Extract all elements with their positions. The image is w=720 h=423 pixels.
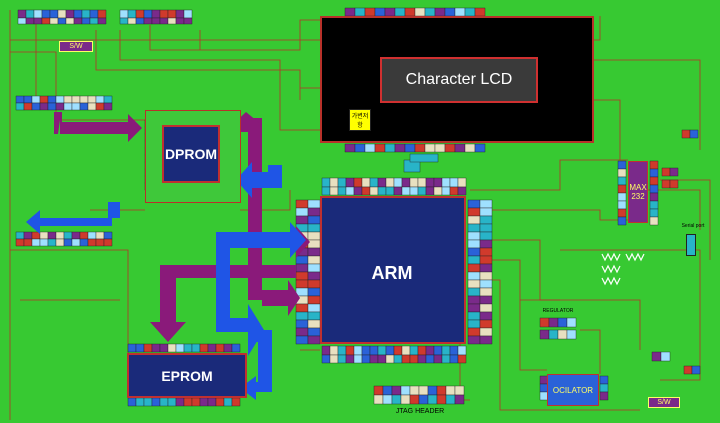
arm-label-box: ARM [368, 258, 416, 288]
lcd-label: Character LCD [405, 71, 513, 88]
lcd-link [409, 153, 439, 163]
trace [470, 259, 547, 371]
cap [669, 167, 679, 177]
oscillator-label: OCILATOR [552, 385, 594, 395]
trace [648, 189, 701, 230]
arm-pin [457, 186, 467, 196]
blue-arrow-dprom [236, 162, 282, 198]
jtag-pin [454, 394, 465, 405]
dprom-label: DPROM [164, 146, 218, 162]
trace [149, 19, 320, 51]
trace [470, 209, 628, 221]
serial-port-label: Serial port [681, 223, 705, 229]
eprom-pin [231, 343, 241, 353]
regulator-label: REGULATOR [542, 308, 574, 314]
osc-pin [599, 391, 609, 401]
cap [689, 129, 699, 139]
arm-label: ARM [371, 262, 413, 283]
cap [691, 365, 701, 375]
purple-arrow-arm-right [262, 280, 300, 316]
eprom-label: EPROM [161, 367, 213, 384]
header-pin [97, 17, 107, 25]
lcd-resistor: 가변저항 [349, 109, 371, 131]
header-pin [103, 238, 113, 247]
trace [10, 249, 129, 353]
trace [520, 299, 641, 350]
purple-arrow-eprom [150, 265, 296, 342]
jtag-label: JTAG HEADER [395, 407, 445, 415]
header-pin [103, 102, 113, 111]
lcd-module: Character LCD 가변저항 [320, 16, 594, 143]
max232-pin [649, 216, 659, 226]
resistor [601, 276, 621, 286]
purple-arrow-dprom-left [54, 112, 142, 142]
switch-top[interactable]: S/W [59, 41, 93, 52]
switch-bottom[interactable]: S/W [648, 397, 680, 408]
regulator-pin [566, 317, 577, 328]
trace [580, 329, 601, 374]
trace [594, 99, 621, 160]
trace [594, 59, 701, 150]
regulator-pin [566, 329, 577, 340]
eprom-pin [231, 397, 241, 407]
dprom-chip: DPROM [162, 125, 220, 183]
trace [470, 159, 628, 191]
trace [119, 30, 320, 131]
purple-arrow-arm-loop [238, 118, 262, 300]
switch-bottom-label: S/W [657, 399, 671, 406]
serial-port-connector [686, 234, 696, 256]
lcd-bottom-pin [474, 143, 486, 153]
max232-label-line1: MAX [629, 183, 647, 192]
blue-arrow-bottom [240, 330, 272, 400]
lcd-label-box: Character LCD [380, 57, 538, 103]
header-pin [183, 17, 193, 25]
trace [10, 51, 145, 121]
blue-arrow-left [26, 210, 112, 234]
blue-arrow-dprom-down [108, 202, 120, 218]
blue-arrow-arm-left [216, 222, 306, 290]
resistor [625, 252, 645, 262]
trace [95, 30, 301, 100]
arm-pin [457, 354, 467, 364]
trace [560, 249, 701, 381]
resistor [601, 264, 621, 274]
resistor [601, 252, 621, 262]
max232-chip: MAX 232 [628, 161, 648, 223]
switch-top-label: S/W [69, 43, 83, 50]
max232-label-line2: 232 [631, 192, 645, 201]
cap [669, 179, 679, 189]
lcd-resistor-label: 가변저항 [351, 114, 369, 129]
cap [660, 351, 671, 362]
max232-pin [617, 216, 627, 226]
oscillator-chip: OCILATOR [547, 374, 599, 406]
arm-pin [479, 335, 493, 345]
eprom-chip: EPROM [127, 353, 247, 398]
